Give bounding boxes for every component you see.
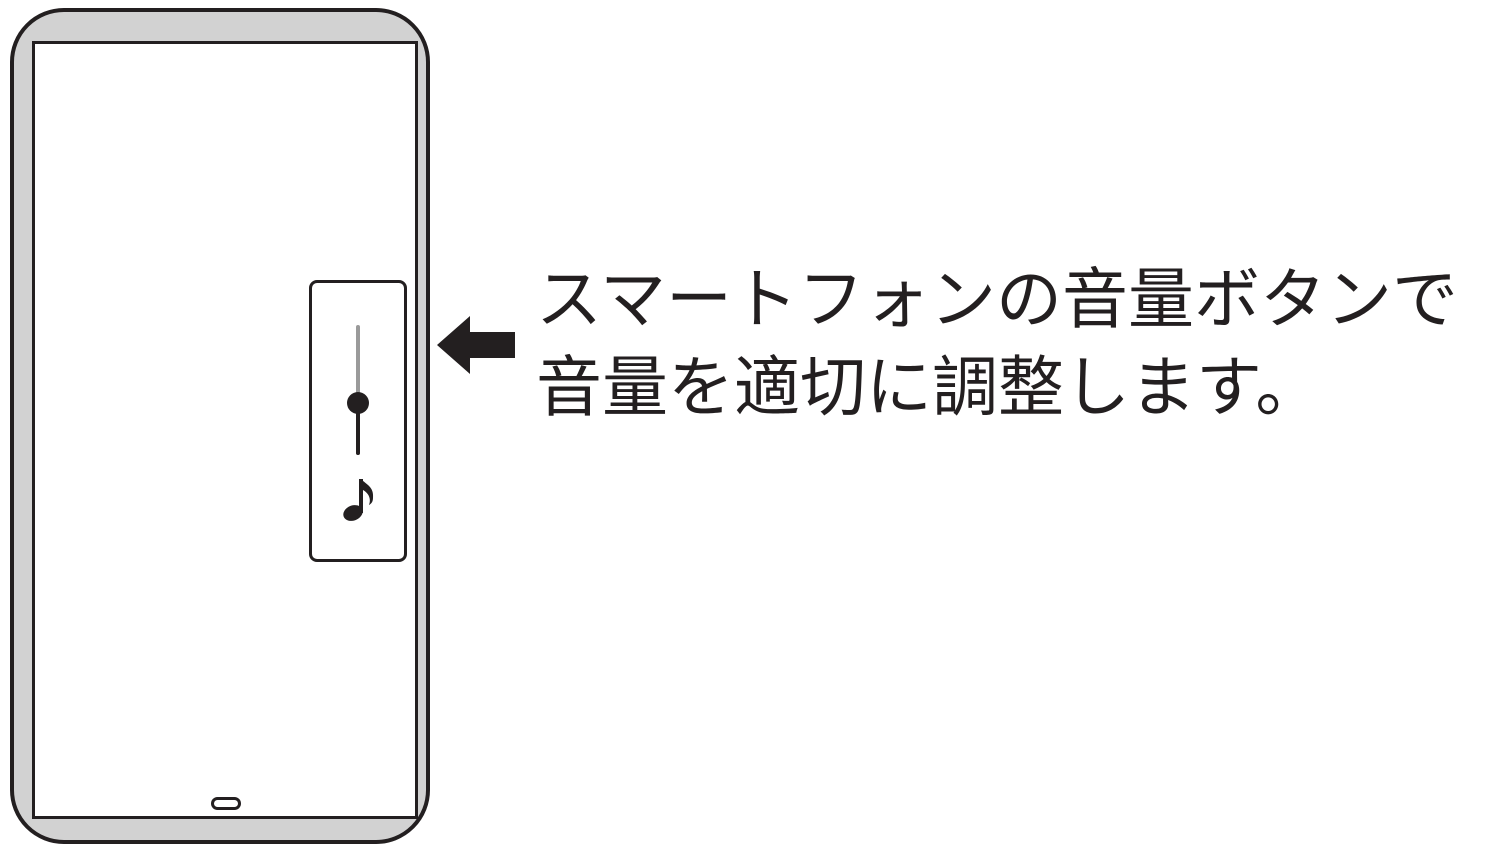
instruction-line-1: スマートフォンの音量ボタンで <box>536 261 1459 338</box>
music-note-icon <box>343 479 374 521</box>
home-indicator <box>211 797 241 810</box>
smartphone-frame <box>10 8 430 844</box>
volume-slider-thumb[interactable] <box>347 392 369 414</box>
volume-slider-fill <box>356 403 360 455</box>
volume-slider[interactable] <box>347 325 369 455</box>
volume-panel <box>309 280 407 562</box>
arrow-left-icon <box>437 316 515 374</box>
instruction-line-2: 音量を適切に調整します。 <box>536 349 1322 426</box>
instruction-text: スマートフォンの音量ボタンで 音量を適切に調整します。 <box>536 256 1481 432</box>
smartphone-screen <box>32 41 418 819</box>
